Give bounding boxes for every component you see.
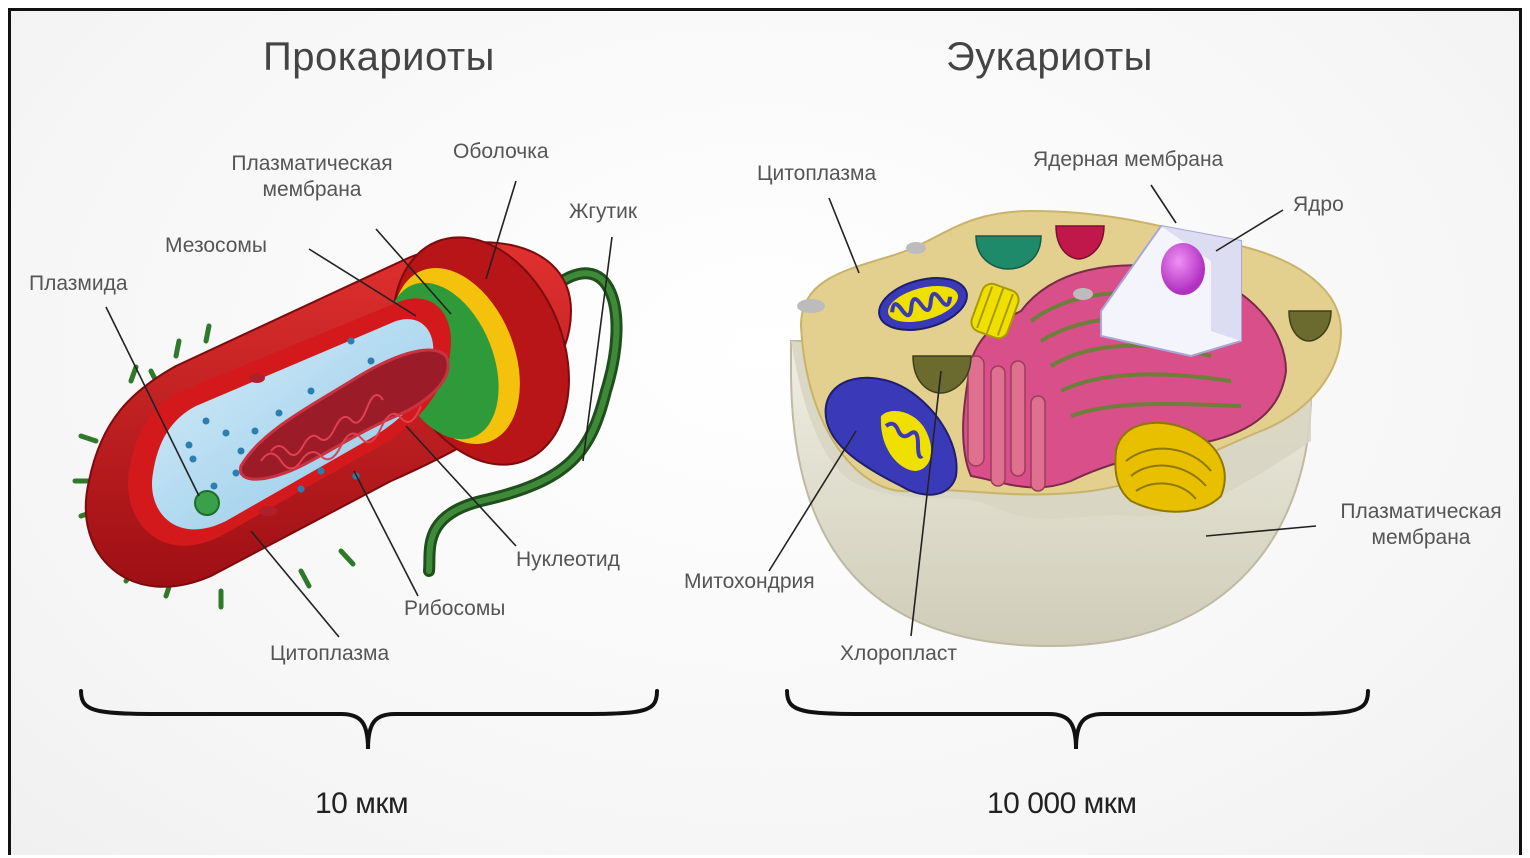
label-nucleotide: Нуклеотид <box>516 547 620 573</box>
eukaryote-cell <box>791 211 1341 646</box>
label-plasmid: Плазмида <box>29 271 128 297</box>
eukaryote-brace <box>787 691 1368 749</box>
label-prokaryote-cytoplasm: Цитоплазма <box>270 641 389 667</box>
label-ribosomes: Рибосомы <box>404 596 505 622</box>
label-nuclear-membrane: Ядерная мембрана <box>1033 147 1223 173</box>
label-nucleus: Ядро <box>1293 192 1344 218</box>
prokaryote-brace <box>81 691 657 749</box>
diagram-frame: Прокариоты Эукариоты Плазматическая мемб… <box>8 8 1522 855</box>
prokaryote-title: Прокариоты <box>263 35 495 80</box>
label-mitochondrion: Митохондрия <box>684 569 815 595</box>
label-eukaryote-plasma-membrane: Плазматическая мембрана <box>1321 499 1521 551</box>
label-plasma-membrane: Плазматическая мембрана <box>207 151 417 203</box>
eukaryote-scale: 10 000 мкм <box>987 787 1136 821</box>
label-eukaryote-cytoplasm: Цитоплазма <box>757 161 876 187</box>
prokaryote-scale: 10 мкм <box>315 787 408 821</box>
eukaryote-title: Эукариоты <box>946 35 1153 80</box>
label-mesosomes: Мезосомы <box>165 233 267 259</box>
label-chloroplast: Хлоропласт <box>840 641 957 667</box>
label-envelope: Оболочка <box>453 139 549 165</box>
nucleus <box>1161 243 1205 295</box>
cell-comparison-illustration <box>11 11 1525 858</box>
label-flagellum: Жгутик <box>569 199 637 225</box>
